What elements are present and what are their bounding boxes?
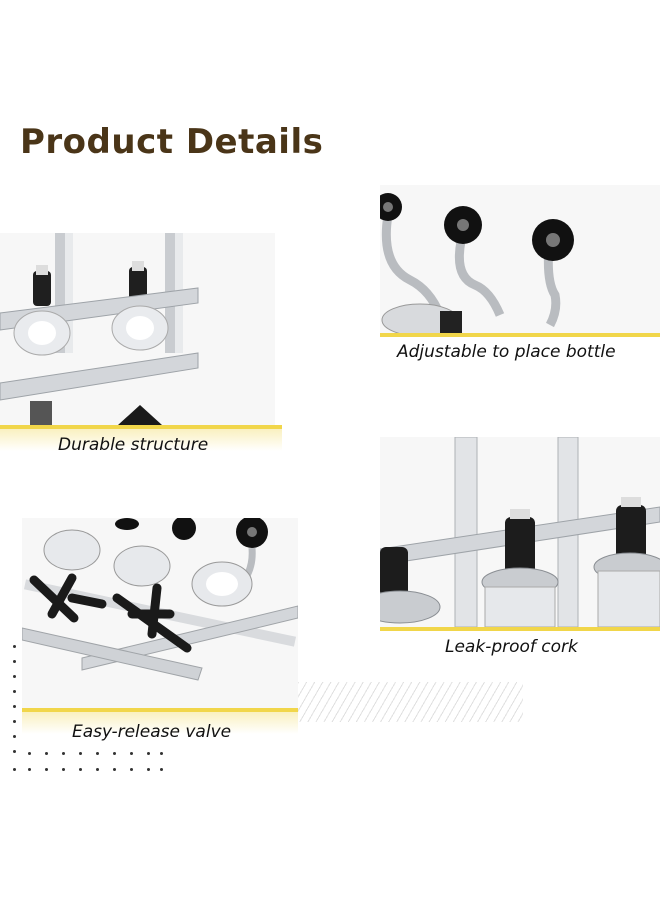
- valve-image: [22, 518, 298, 708]
- accent-fade: [0, 429, 282, 451]
- decorative-hatch: [298, 682, 523, 722]
- caption-valve: Easy-release valve: [72, 722, 232, 742]
- accent-fade: [22, 712, 298, 734]
- page-title: Product Details: [20, 122, 324, 162]
- caption-adjustable: Adjustable to place bottle: [397, 342, 616, 362]
- caption-cork: Leak-proof cork: [445, 637, 578, 657]
- durable-structure-image: [0, 233, 275, 425]
- bottle-holder-image: [380, 185, 660, 333]
- accent-line: [380, 333, 660, 337]
- cork-image: [380, 437, 660, 627]
- accent-line: [380, 627, 660, 631]
- accent-line: [22, 708, 298, 712]
- caption-durable-structure: Durable structure: [58, 435, 209, 455]
- accent-line: [0, 425, 282, 429]
